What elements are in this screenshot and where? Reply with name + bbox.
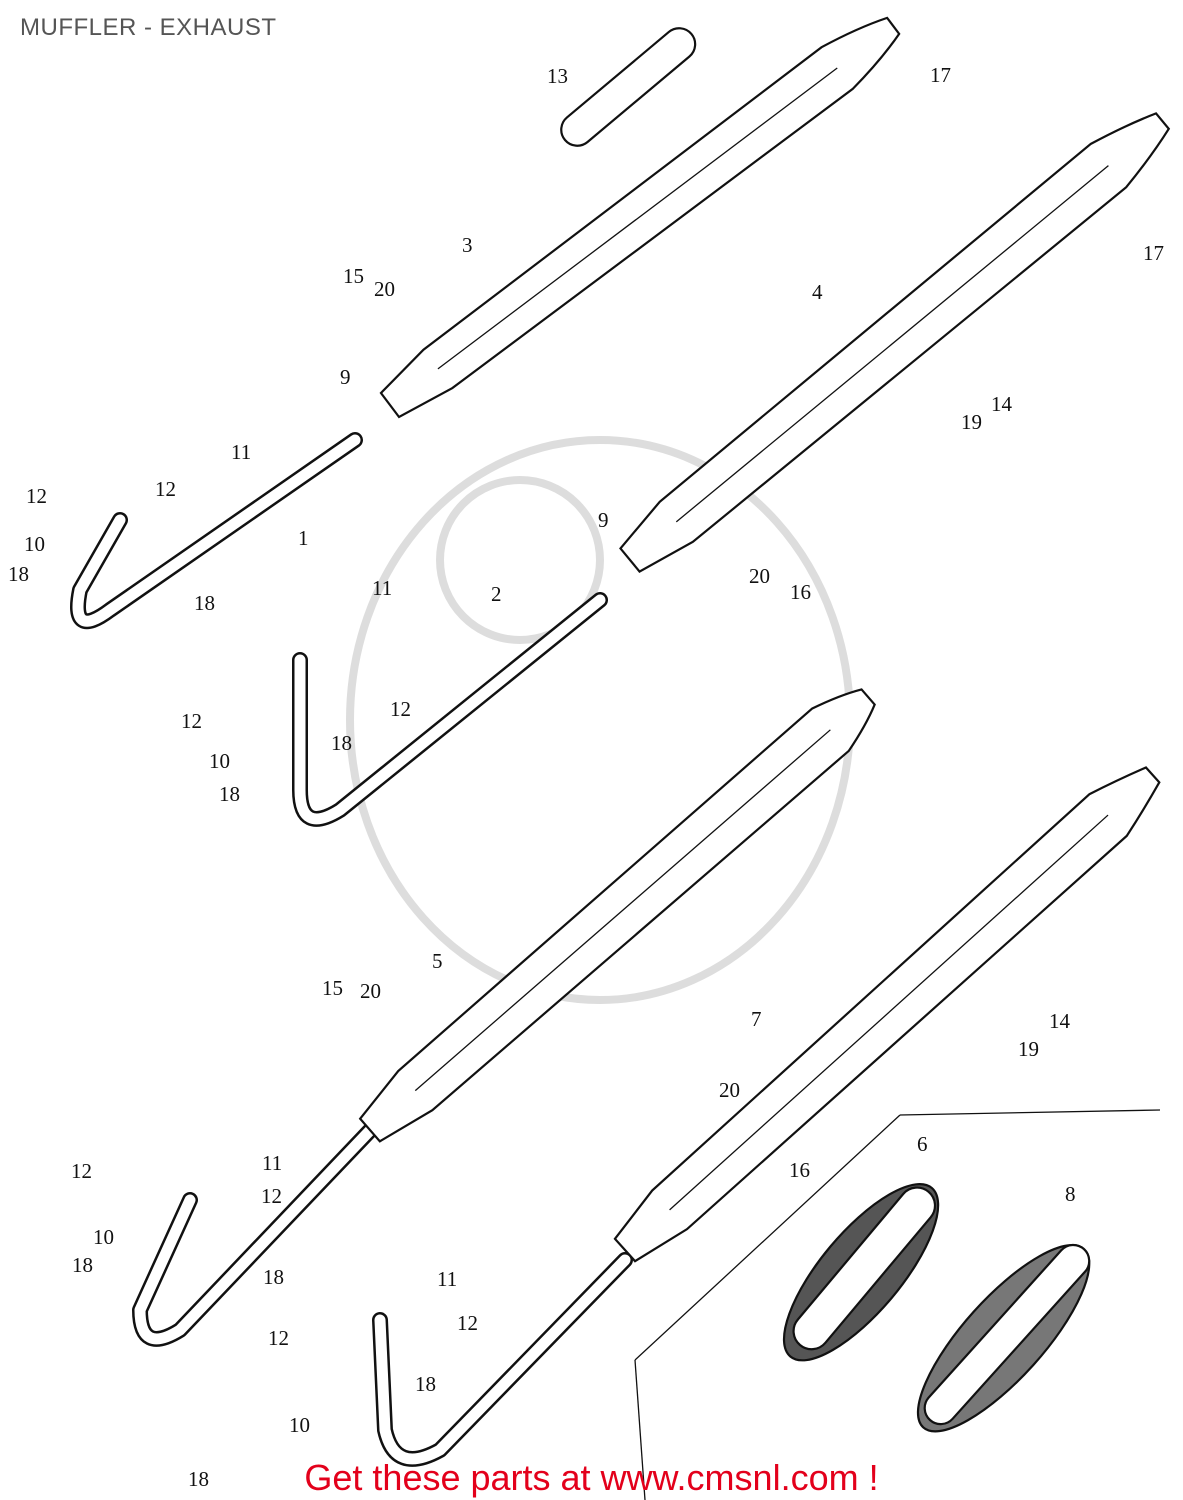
- callout-label: 11: [437, 1267, 457, 1291]
- callout-label: 3: [462, 233, 473, 257]
- callout-label: 16: [790, 580, 811, 604]
- callout-label: 11: [231, 440, 251, 464]
- muffler-5: [358, 688, 876, 1143]
- callout-label: 9: [340, 365, 351, 389]
- callout-label: 18: [219, 782, 240, 806]
- callout-label: 12: [457, 1311, 478, 1335]
- callout-label: 14: [1049, 1009, 1071, 1033]
- exhaust-pipe-1: [70, 432, 363, 630]
- callout-label: 18: [188, 1467, 209, 1491]
- callout-label: 7: [751, 1007, 762, 1031]
- callout-label: 11: [372, 576, 392, 600]
- callout-label: 17: [930, 63, 951, 87]
- callout-label: 12: [261, 1184, 282, 1208]
- callout-label: 13: [547, 64, 568, 88]
- callout-label: 6: [917, 1132, 928, 1156]
- callout-label: 2: [491, 582, 502, 606]
- callout-label: 17: [1143, 241, 1164, 265]
- callout-label: 12: [181, 709, 202, 733]
- callout-label: 18: [263, 1265, 284, 1289]
- callout-label: 4: [812, 280, 823, 304]
- callout-label: 10: [24, 532, 45, 556]
- footer-link-text[interactable]: Get these parts at www.cmsnl.com !: [304, 1457, 879, 1498]
- callout-label: 8: [1065, 1182, 1076, 1206]
- callout-label: 10: [93, 1225, 114, 1249]
- callout-label: 12: [268, 1326, 289, 1350]
- callout-label: 10: [289, 1413, 310, 1437]
- callout-label: 10: [209, 749, 230, 773]
- callout-label: 20: [360, 979, 381, 1003]
- inset-frame: [634, 1109, 1161, 1500]
- callout-label: 5: [432, 949, 443, 973]
- muffler-7: [613, 766, 1161, 1263]
- exhaust-pipe-2: [292, 592, 608, 827]
- callout-label: 19: [1018, 1037, 1039, 1061]
- page-title: MUFFLER - EXHAUST: [20, 14, 277, 41]
- callout-label: 18: [8, 562, 29, 586]
- callout-label: 11: [262, 1151, 282, 1175]
- callout-label: 19: [961, 410, 982, 434]
- callout-label: 15: [322, 976, 343, 1000]
- callout-label: 20: [749, 564, 770, 588]
- callout-label: 1: [298, 526, 309, 550]
- callout-label: 18: [331, 731, 352, 755]
- heat-guard-8: [916, 1243, 1091, 1433]
- callout-label: 12: [26, 484, 47, 508]
- callout-label: 9: [598, 508, 609, 532]
- callout-label: 12: [71, 1159, 92, 1183]
- callout-label: 12: [155, 477, 176, 501]
- callout-label: 12: [390, 697, 411, 721]
- callout-label: 18: [415, 1372, 436, 1396]
- callout-label: 14: [991, 392, 1013, 416]
- callout-label: 15: [343, 264, 364, 288]
- muffler-3: [379, 16, 901, 419]
- callout-label: 18: [194, 591, 215, 615]
- callout-label: 18: [72, 1253, 93, 1277]
- callout-label: 20: [374, 277, 395, 301]
- callout-label: 16: [789, 1158, 810, 1182]
- callout-label: 20: [719, 1078, 740, 1102]
- heat-guard-6: [782, 1183, 940, 1362]
- exhaust-pipe-7: [372, 1252, 633, 1467]
- muffler-4: [619, 112, 1171, 573]
- heat-guard-13: [560, 27, 697, 147]
- exhaust-pipe-5: [132, 1112, 388, 1347]
